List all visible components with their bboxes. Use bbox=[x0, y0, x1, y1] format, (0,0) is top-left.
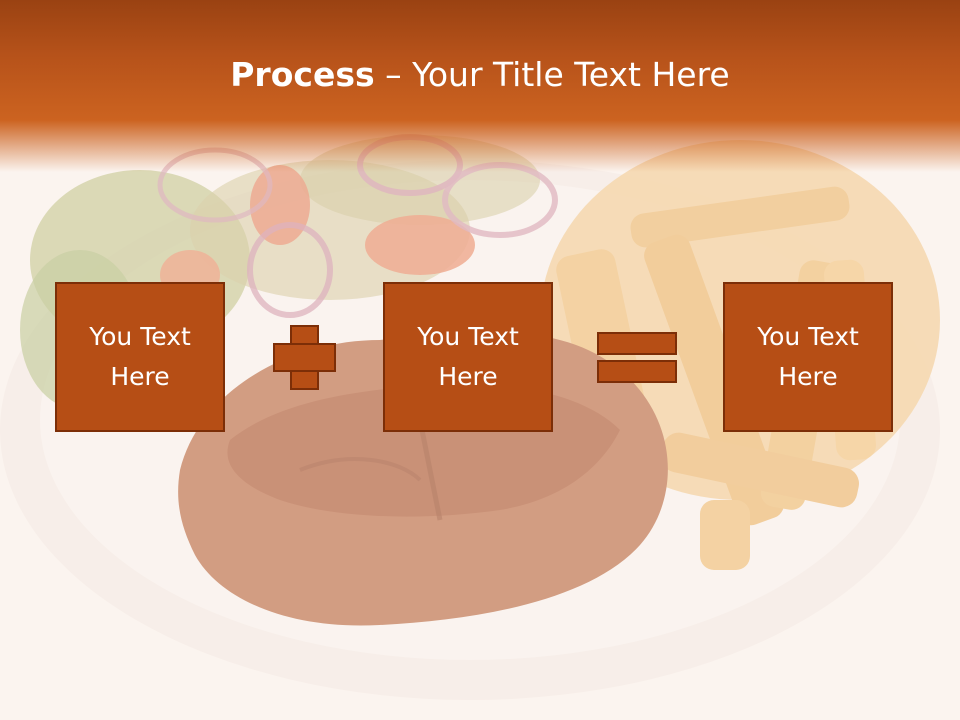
process-box-2[interactable]: You Text Here bbox=[383, 282, 553, 432]
process-box-1-line1: You Text bbox=[89, 322, 191, 351]
title-bold-word: Process bbox=[230, 55, 375, 94]
equals-bottom-bar bbox=[597, 360, 677, 383]
process-box-3-line1: You Text bbox=[757, 322, 859, 351]
process-box-3-text: You Text Here bbox=[743, 317, 873, 397]
process-box-3[interactable]: You Text Here bbox=[723, 282, 893, 432]
slide-title[interactable]: Process – Your Title Text Here bbox=[0, 52, 960, 98]
title-banner bbox=[0, 0, 960, 175]
process-box-1-line2: Here bbox=[110, 362, 170, 391]
process-box-3-line2: Here bbox=[778, 362, 838, 391]
equals-top-bar bbox=[597, 332, 677, 355]
process-box-1[interactable]: You Text Here bbox=[55, 282, 225, 432]
title-text: – Your Title Text Here bbox=[374, 55, 730, 94]
process-box-2-line2: Here bbox=[438, 362, 498, 391]
process-box-2-text: You Text Here bbox=[403, 317, 533, 397]
process-box-2-line1: You Text bbox=[417, 322, 519, 351]
plus-center bbox=[292, 345, 317, 370]
process-box-1-text: You Text Here bbox=[75, 317, 205, 397]
